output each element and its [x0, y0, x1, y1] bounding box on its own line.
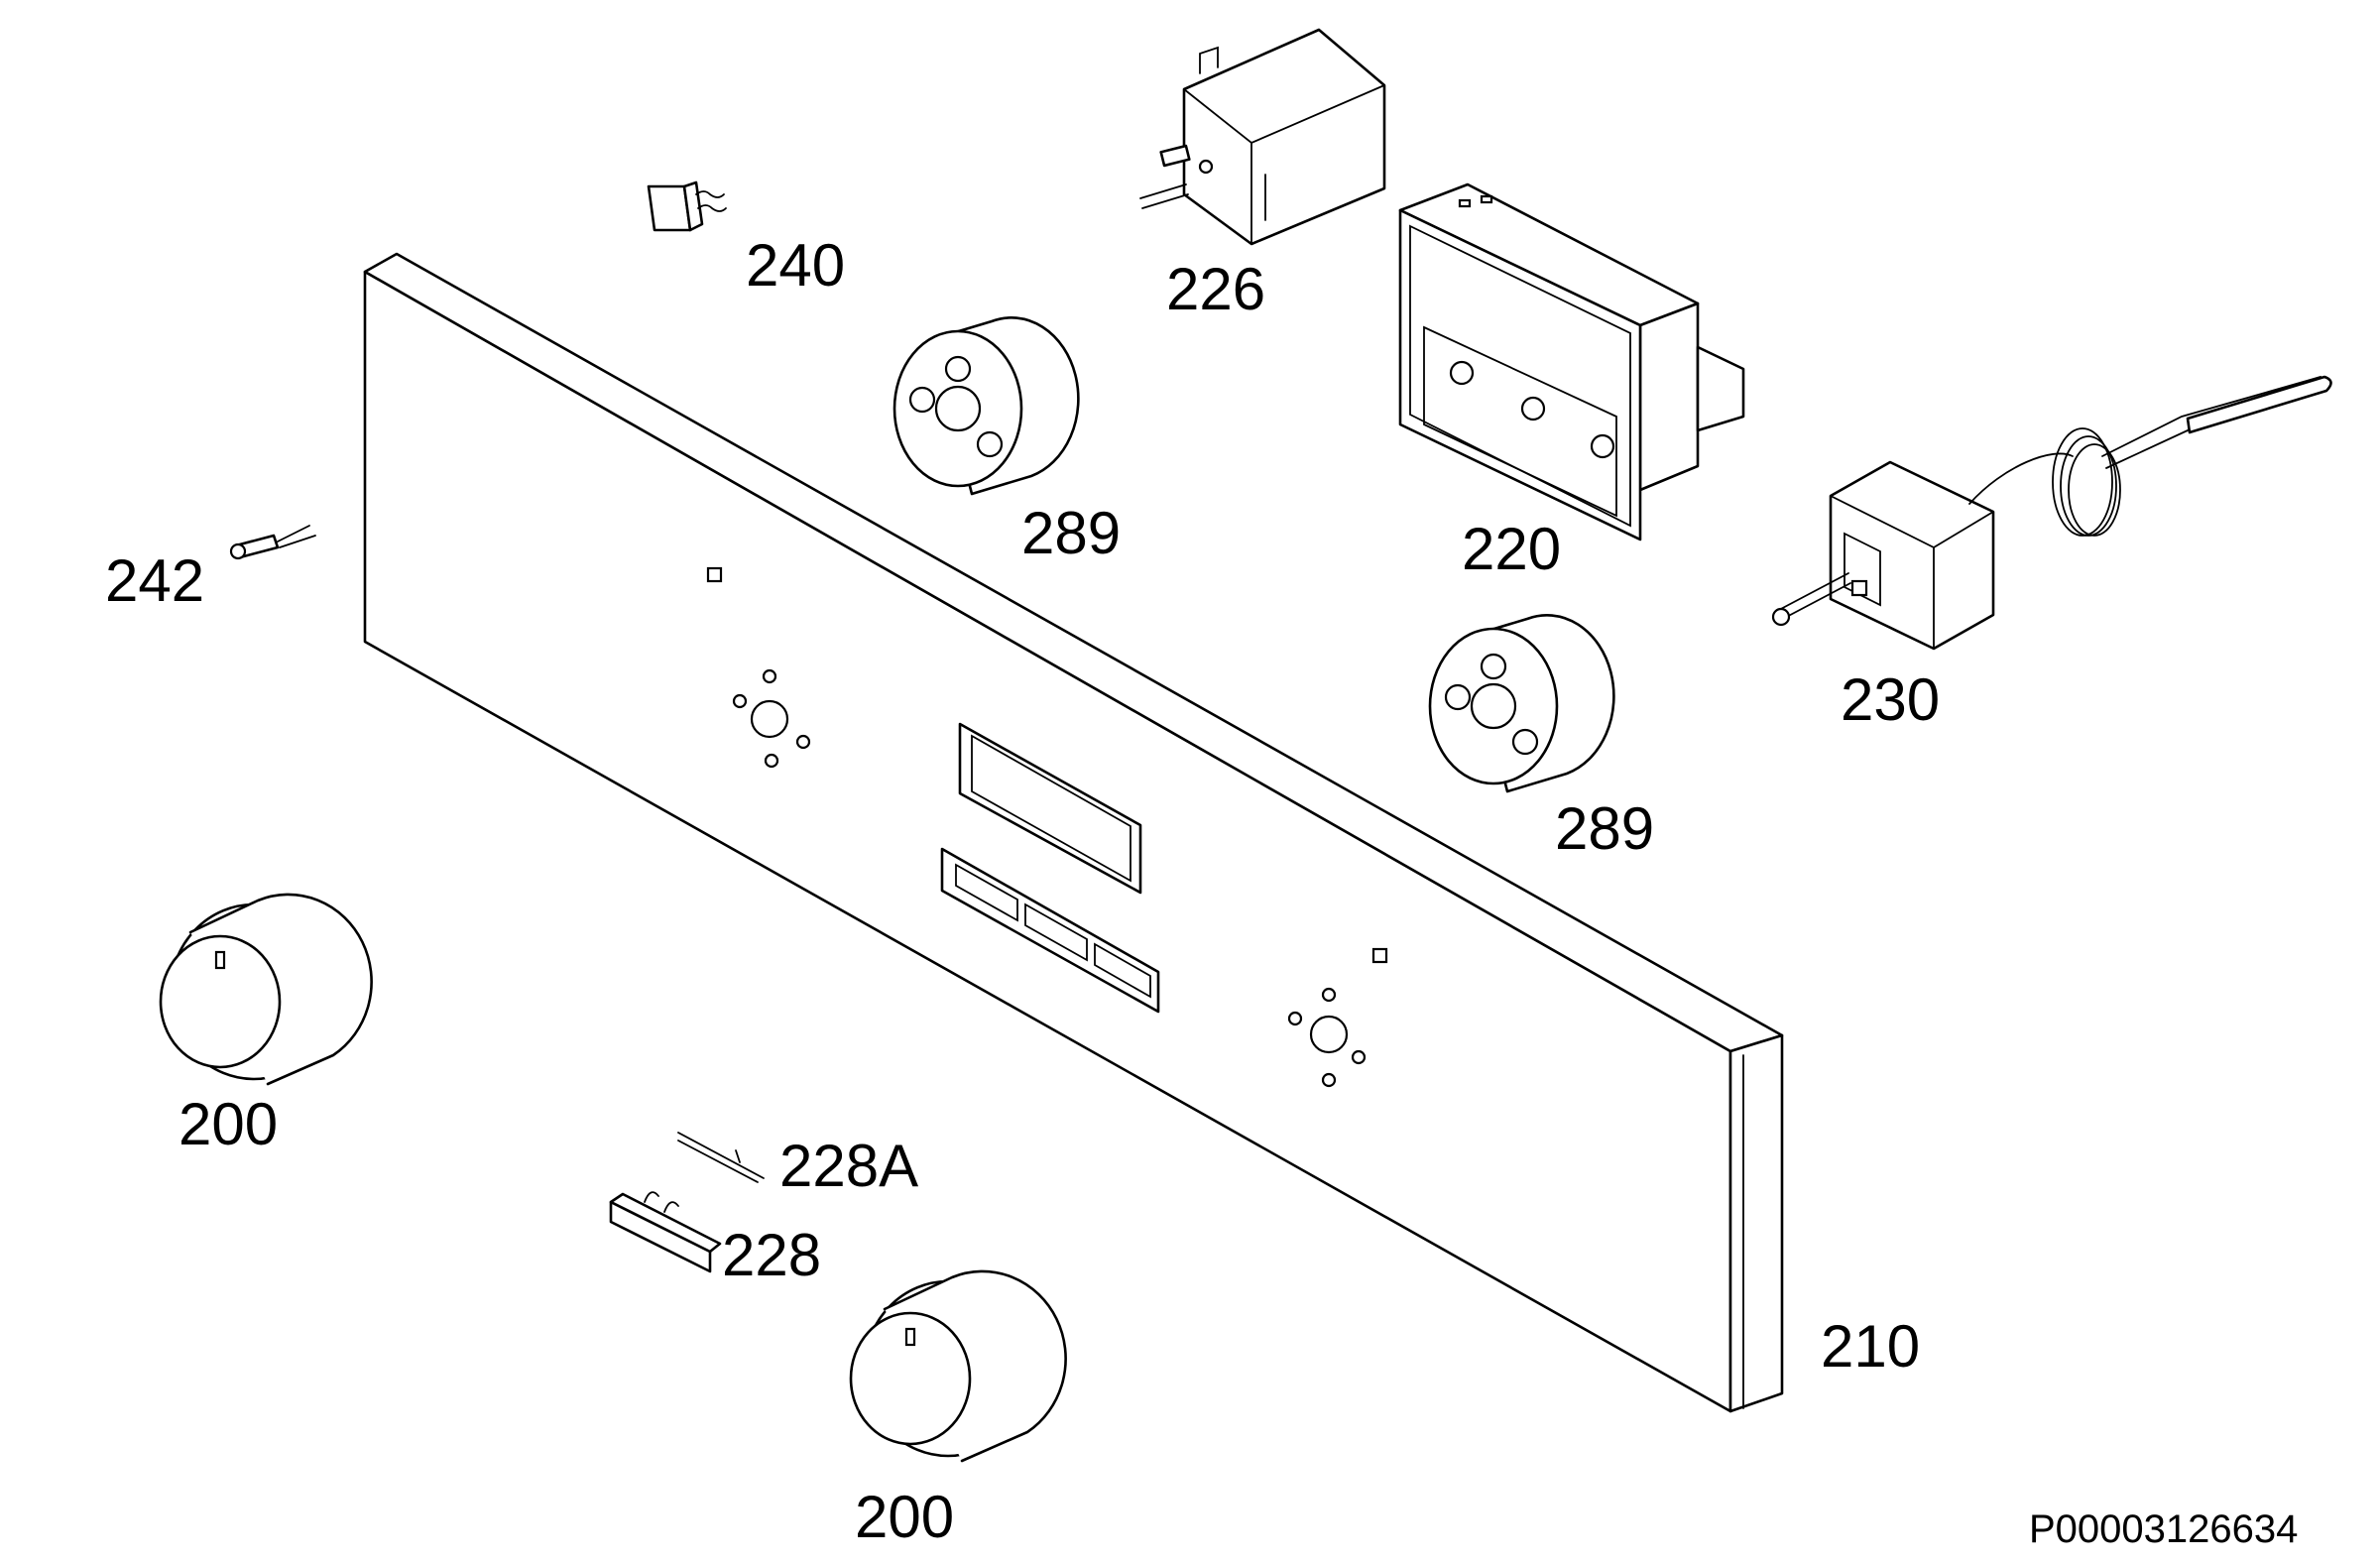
part-label-210: 210: [1821, 1313, 1921, 1380]
part-label-220: 220: [1462, 516, 1562, 582]
button-240: [647, 180, 727, 232]
part-label-289-upper: 289: [1021, 500, 1122, 566]
part-label-228: 228: [722, 1222, 822, 1288]
part-label-200-lower: 200: [855, 1484, 955, 1550]
timer-module-220: [1398, 182, 1745, 541]
part-label-200-upper: 200: [178, 1091, 279, 1157]
trim-228A: [677, 1132, 765, 1183]
part-label-242: 242: [105, 547, 205, 614]
spacer-289-upper: [892, 316, 1080, 496]
selector-switch-226: [1139, 28, 1386, 246]
part-label-230: 230: [1841, 666, 1941, 733]
knob-200-lower: [849, 1269, 1067, 1463]
part-label-226: 226: [1166, 256, 1266, 322]
trim-228: [609, 1191, 722, 1273]
lamp-242: [229, 525, 316, 560]
part-label-240: 240: [746, 232, 846, 299]
knob-200-upper: [159, 893, 373, 1086]
part-label-228A: 228A: [779, 1133, 919, 1199]
reference-code: P00003126634: [2029, 1507, 2299, 1551]
part-label-289-lower: 289: [1555, 795, 1655, 862]
spacer-289-lower: [1428, 614, 1615, 793]
control-panel-210: [363, 252, 1784, 1413]
thermostat-230: [1771, 375, 2332, 651]
